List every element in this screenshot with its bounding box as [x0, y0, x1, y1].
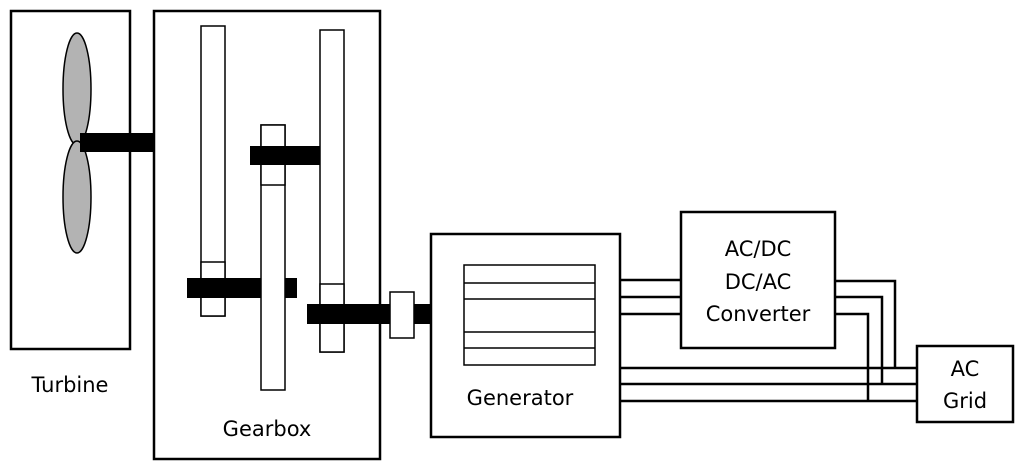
- generator-label: Generator: [467, 386, 574, 410]
- converter-label-line2: DC/AC: [725, 270, 792, 294]
- generator-to-converter-wires: [620, 278, 681, 316]
- gearbox-shaft-upper: [250, 146, 322, 165]
- turbine-blade-lower: [62, 140, 92, 254]
- output-shaft: [307, 304, 465, 324]
- grid-label-line1: AC: [951, 357, 980, 381]
- shaft-coupling: [389, 291, 415, 339]
- generator-winding: [463, 264, 596, 366]
- converter-to-grid-wires: [835, 279, 897, 401]
- turbine-label: Turbine: [31, 373, 109, 397]
- grid-label-line2: Grid: [943, 389, 987, 413]
- generator-block: [429, 232, 622, 439]
- grid-block: [915, 344, 1015, 424]
- converter-label-line3: Converter: [706, 302, 811, 326]
- converter-block: [679, 210, 837, 350]
- grid-box: [915, 344, 1015, 424]
- gearbox-block: [152, 9, 465, 461]
- generator-to-grid-wires: [620, 366, 917, 403]
- turbine-blade-upper: [62, 32, 92, 146]
- converter-label-line1: AC/DC: [725, 237, 792, 261]
- converter-box: [679, 210, 837, 350]
- gearbox-label: Gearbox: [223, 417, 312, 441]
